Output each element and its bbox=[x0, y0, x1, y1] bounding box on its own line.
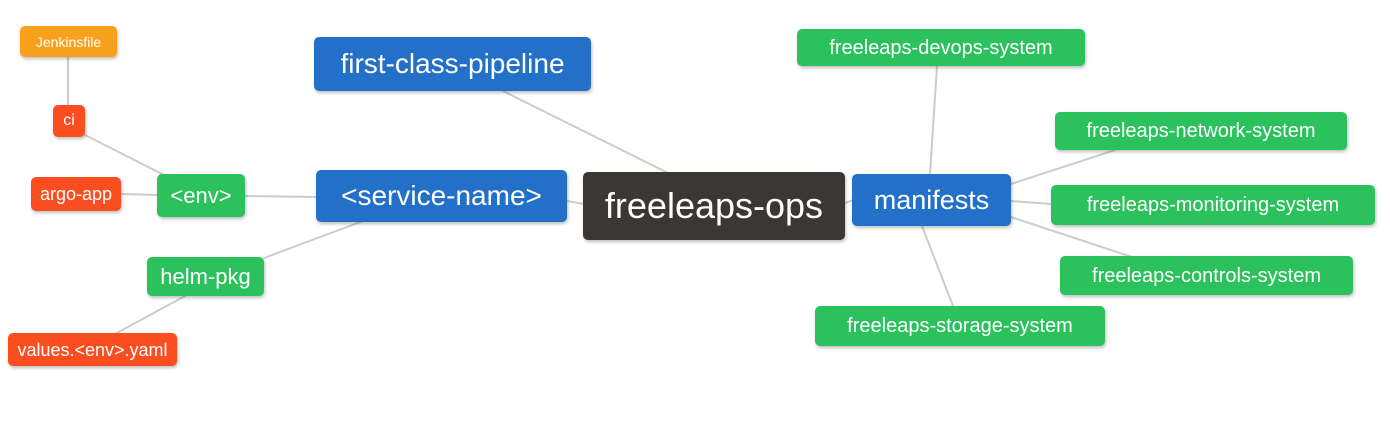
node-jenkinsfile[interactable]: Jenkinsfile bbox=[20, 26, 117, 57]
edge-first-class-pipeline-to-freeleaps-ops bbox=[502, 90, 669, 174]
node-freeleaps-storage-system[interactable]: freeleaps-storage-system bbox=[815, 306, 1105, 346]
node-freeleaps-monitoring-system[interactable]: freeleaps-monitoring-system bbox=[1051, 185, 1375, 225]
edge-manifests-to-freeleaps-monitoring-system bbox=[1010, 200, 1052, 205]
node-freeleaps-ops[interactable]: freeleaps-ops bbox=[583, 172, 845, 240]
edge-manifests-to-freeleaps-network-system bbox=[1010, 149, 1116, 185]
edge-values-env-yaml-to-helm-pkg bbox=[114, 295, 186, 335]
edge-freeleaps-ops-to-manifests bbox=[844, 199, 854, 204]
node-ci[interactable]: ci bbox=[53, 105, 85, 137]
edge-ci-to-env bbox=[82, 133, 167, 177]
node-env[interactable]: <env> bbox=[157, 174, 245, 217]
node-manifests[interactable]: manifests bbox=[852, 174, 1011, 226]
node-first-class-pipeline[interactable]: first-class-pipeline bbox=[314, 37, 591, 91]
node-values-env-yaml[interactable]: values.<env>.yaml bbox=[8, 333, 177, 366]
edge-service-name-to-freeleaps-ops bbox=[566, 200, 585, 205]
edge-manifests-to-freeleaps-storage-system bbox=[921, 225, 954, 307]
edge-argo-app-to-env bbox=[120, 193, 158, 196]
edge-manifests-to-freeleaps-controls-system bbox=[1010, 216, 1136, 259]
edge-manifests-to-freeleaps-devops-system bbox=[929, 65, 938, 175]
node-service-name[interactable]: <service-name> bbox=[316, 170, 567, 222]
node-argo-app[interactable]: argo-app bbox=[31, 177, 121, 211]
node-helm-pkg[interactable]: helm-pkg bbox=[147, 257, 264, 296]
edge-helm-pkg-to-service-name bbox=[263, 220, 364, 259]
node-freeleaps-network-system[interactable]: freeleaps-network-system bbox=[1055, 112, 1347, 150]
node-freeleaps-controls-system[interactable]: freeleaps-controls-system bbox=[1060, 256, 1353, 295]
node-freeleaps-devops-system[interactable]: freeleaps-devops-system bbox=[797, 29, 1085, 66]
edge-env-to-service-name bbox=[244, 195, 317, 198]
